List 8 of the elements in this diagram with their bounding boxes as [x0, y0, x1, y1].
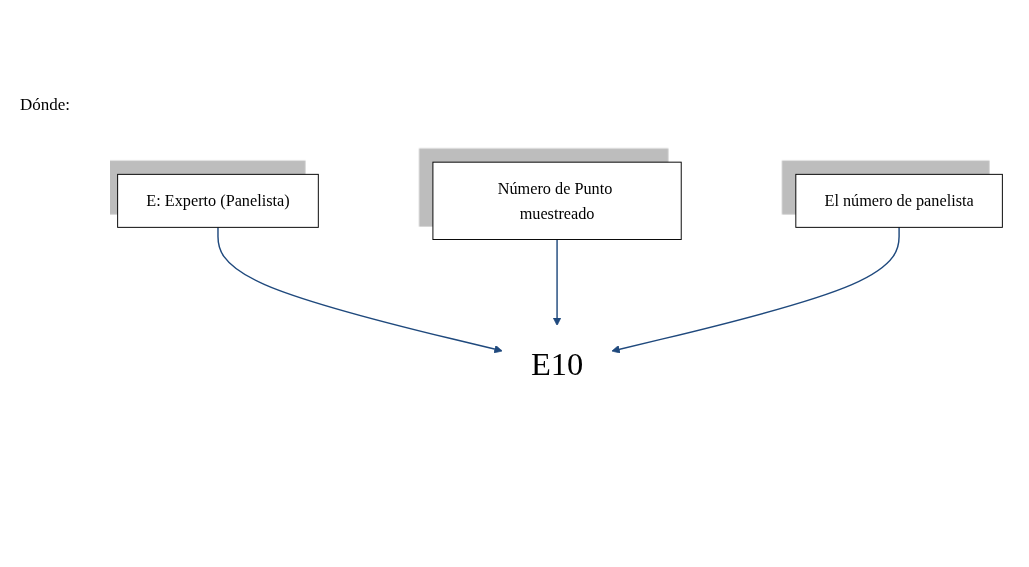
- arrow: [552, 238, 562, 326]
- note-text: Dónde:: [20, 95, 71, 115]
- arrow: [217, 226, 503, 354]
- node-box: Número de Punto muestreado: [432, 161, 682, 240]
- arrow: [611, 226, 900, 354]
- node-box: E: Experto (Panelista): [117, 173, 319, 228]
- node-box: El número de panelista: [795, 173, 1003, 228]
- node-text: E10: [530, 346, 584, 382]
